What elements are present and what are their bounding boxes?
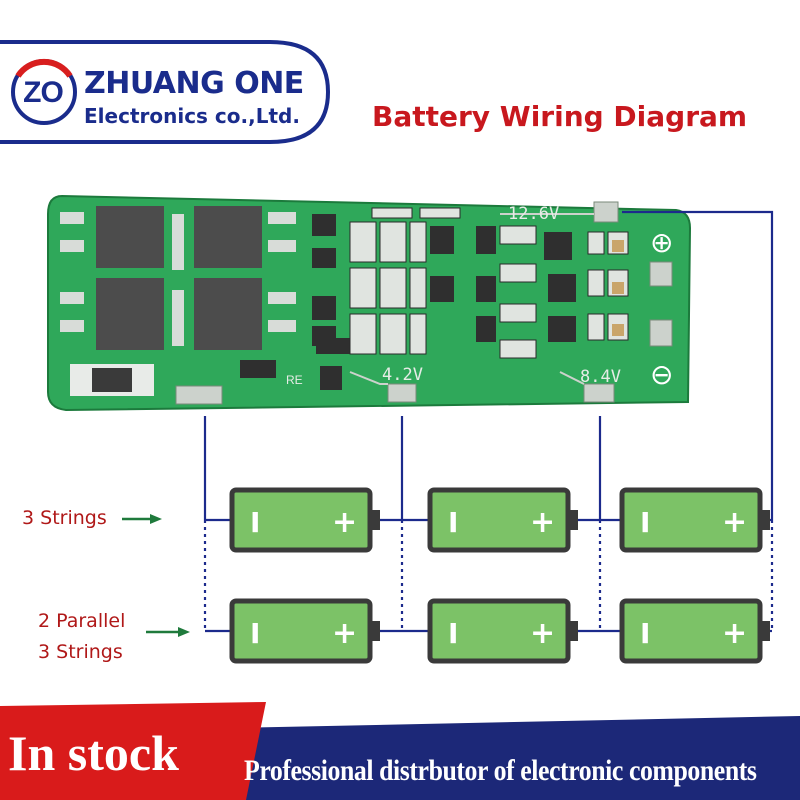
label-8v4: 8.4V [580, 367, 621, 387]
cell-negative-terminal: I [640, 617, 650, 650]
pad-8v4 [583, 383, 615, 403]
pad-mid [649, 319, 673, 347]
cell-negative-terminal: I [640, 506, 650, 539]
battery-cell: I+ [229, 598, 380, 664]
smd-components [240, 214, 576, 390]
battery-cell: I+ [619, 598, 770, 664]
company-logo [0, 40, 330, 144]
cell-positive-terminal: + [332, 616, 357, 651]
label-4v2: 4.2V [382, 365, 423, 385]
footer-banner [0, 700, 800, 800]
silkscreen-re: RE [286, 373, 303, 387]
cell-positive-terminal: + [530, 616, 555, 651]
cell-positive-terminal: + [722, 505, 747, 540]
minus-symbol-icon: ⊖ [650, 358, 673, 391]
cell-negative-terminal: I [250, 506, 260, 539]
battery-cell: I+ [229, 487, 380, 553]
row-label-3-strings: 3 Strings [22, 507, 107, 529]
cell-negative-terminal: I [250, 617, 260, 650]
mosfet-group [96, 206, 262, 350]
in-stock-label: In stock [8, 725, 179, 781]
resistor-arrays [349, 207, 629, 359]
cell-positive-terminal: + [722, 616, 747, 651]
cell-positive-terminal: + [530, 505, 555, 540]
cell-negative-terminal: I [448, 617, 458, 650]
battery-cell: I+ [427, 598, 578, 664]
brand-name: ZHUANG ONE [84, 66, 304, 101]
label-12v6: 12.6V [508, 204, 559, 224]
protection-board: 12.6V 4.2V 8.4V RE ⊕ ⊖ [47, 194, 692, 412]
battery-cell: I+ [427, 487, 578, 553]
plus-symbol-icon: ⊕ [650, 226, 673, 259]
footer-tagline: Professional distrbutor of electronic co… [244, 754, 757, 787]
wire-b-plus [622, 210, 774, 520]
diagram-title: Battery Wiring Diagram [372, 100, 748, 133]
pad-b-minus [175, 385, 223, 405]
pad-4v2 [387, 383, 417, 403]
cell-negative-terminal: I [448, 506, 458, 539]
pad-12v6 [593, 201, 619, 223]
battery-cells: I+I+I+I+I+I+ [229, 487, 770, 664]
terminal-pads [175, 201, 673, 405]
footer-navy-band [232, 716, 800, 800]
row-label-2-parallel: 2 Parallel 3 Strings [38, 610, 126, 663]
brand-subtitle: Electronics co.,Ltd. [84, 104, 300, 128]
parallel-links [203, 520, 774, 631]
wiring-diagram: 12.6V 4.2V 8.4V RE ⊕ ⊖ I+I+I+I+I+I+ [47, 194, 774, 664]
battery-cell: I+ [619, 487, 770, 553]
logo-mark: ZO [23, 76, 64, 109]
row-arrows [122, 514, 190, 637]
pad-plus [649, 261, 673, 287]
footer-red-band [0, 702, 266, 800]
cell-positive-terminal: + [332, 505, 357, 540]
